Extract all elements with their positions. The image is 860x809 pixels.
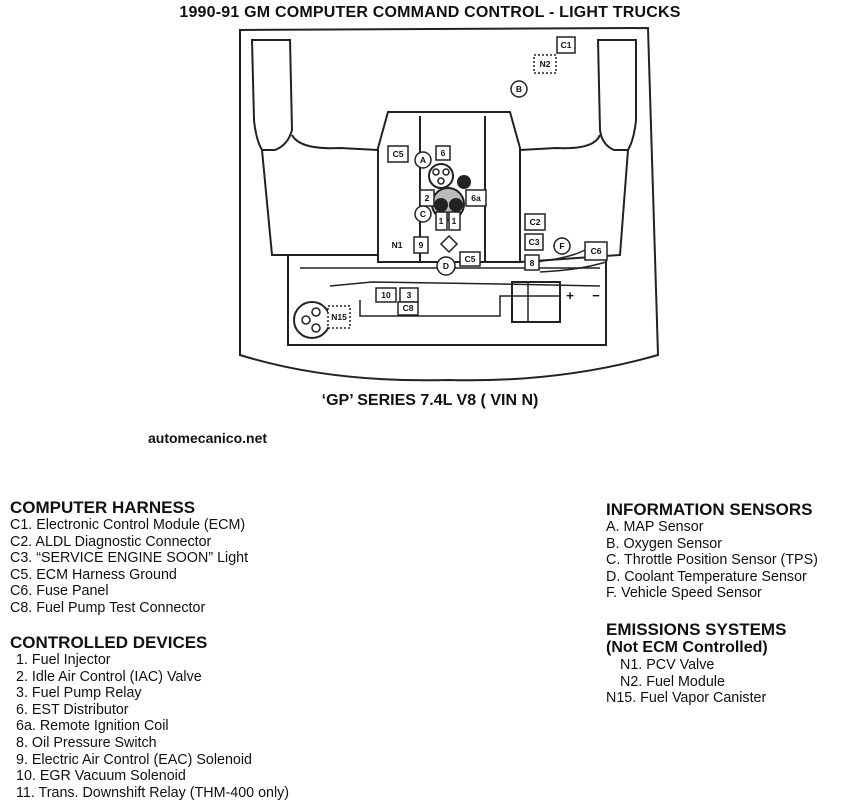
legend-item: 8. Oil Pressure Switch: [16, 734, 157, 751]
legend-computer-harness: COMPUTER HARNESS C1. Electronic Control …: [10, 498, 248, 617]
legend-item: N2. Fuel Module: [620, 673, 725, 690]
label-n1: N1: [392, 240, 403, 250]
legend-item: 6a. Remote Ignition Coil: [16, 718, 169, 735]
legend-item: N15. Fuel Vapor Canister: [606, 690, 767, 707]
label-b: B: [516, 84, 522, 94]
legend-item: C5. ECM Harness Ground: [10, 566, 177, 583]
label-9: 9: [419, 240, 424, 250]
legend-item: F. Vehicle Speed Sensor: [606, 585, 762, 602]
left-panel: [261, 149, 379, 256]
label-2: 2: [425, 193, 430, 203]
legend-item: 3. Fuel Pump Relay: [16, 685, 142, 702]
label-10: 10: [381, 290, 391, 300]
legend-heading: EMISSIONS SYSTEMS: [606, 620, 787, 639]
legend-item: 1. Fuel Injector: [16, 652, 111, 668]
right-fender: [596, 39, 637, 151]
legend-item: 9. Electric Air Control (EAC) Solenoid: [16, 751, 252, 768]
legend-item: D. Coolant Temperature Sensor: [606, 568, 807, 585]
legend-heading: COMPUTER HARNESS: [10, 498, 196, 517]
legend-item: C. Throttle Position Sensor (TPS): [606, 552, 818, 569]
legend-item: N1. PCV Valve: [620, 657, 715, 673]
legend-item: C2. ALDL Diagnostic Connector: [10, 533, 212, 550]
legend-item: C3. “SERVICE ENGINE SOON” Light: [10, 550, 249, 567]
legend-item: C1. Electronic Control Module (ECM): [10, 517, 246, 533]
legend-item: 6. EST Distributor: [16, 701, 129, 718]
distributor: [428, 163, 454, 189]
label-c6: C6: [591, 246, 602, 256]
label-1-left: 1: [439, 216, 444, 226]
legend-subheading: (Not ECM Controlled): [606, 639, 768, 656]
legend-item: C8. Fuel Pump Test Connector: [10, 599, 206, 616]
label-3: 3: [407, 290, 412, 300]
vehicle-body-outline: [239, 26, 660, 382]
battery-minus: −: [592, 288, 600, 303]
site-watermark: automecanico.net: [148, 430, 268, 446]
legend-item: A. MAP Sensor: [606, 519, 704, 535]
legend-information-sensors: INFORMATION SENSORS A. MAP Sensor B. Oxy…: [606, 500, 818, 602]
label-1-right: 1: [452, 216, 457, 226]
label-a: A: [420, 155, 426, 165]
legend-controlled-devices: CONTROLLED DEVICES 1. Fuel Injector 2. I…: [10, 633, 289, 801]
legend-item: 10. EGR Vacuum Solenoid: [16, 768, 186, 785]
left-fender: [250, 39, 294, 151]
legend-emissions-systems: EMISSIONS SYSTEMS (Not ECM Controlled) N…: [606, 620, 786, 707]
vapor-canister: [293, 301, 331, 339]
legend-heading: CONTROLLED DEVICES: [10, 633, 208, 652]
label-6: 6: [441, 148, 446, 158]
lower-frame: [287, 255, 607, 346]
label-c5-lower: C5: [465, 254, 476, 264]
label-n15: N15: [331, 312, 347, 322]
label-6a: 6a: [471, 193, 481, 203]
label-c5-upper: C5: [393, 149, 404, 159]
label-c1: C1: [561, 40, 572, 50]
label-n2: N2: [540, 59, 551, 69]
legend-item: 2. Idle Air Control (IAC) Valve: [16, 668, 202, 685]
label-c8: C8: [403, 303, 414, 313]
cowl: [291, 134, 601, 151]
legend-item: B. Oxygen Sensor: [606, 535, 723, 552]
page-title: 1990-91 GM COMPUTER COMMAND CONTROL - LI…: [179, 4, 681, 21]
engine-block: [377, 111, 521, 263]
legend-heading: INFORMATION SENSORS: [606, 500, 813, 519]
engine-compartment-diagram: C1 N2 B C5 A 6 2 6a C 1 1 C2 C3 F: [239, 26, 660, 382]
battery: [511, 281, 561, 323]
label-c3: C3: [529, 237, 540, 247]
label-d: D: [443, 261, 449, 271]
legend-item: 11. Trans. Downshift Relay (THM-400 only…: [16, 784, 290, 801]
label-c: C: [420, 209, 426, 219]
label-f: F: [559, 241, 564, 251]
diagram-caption: ‘GP’ SERIES 7.4L V8 ( VIN N): [321, 392, 539, 409]
label-c2: C2: [530, 217, 541, 227]
battery-plus: +: [566, 288, 574, 303]
legend-item: C6. Fuse Panel: [10, 583, 109, 600]
label-8: 8: [530, 258, 535, 268]
